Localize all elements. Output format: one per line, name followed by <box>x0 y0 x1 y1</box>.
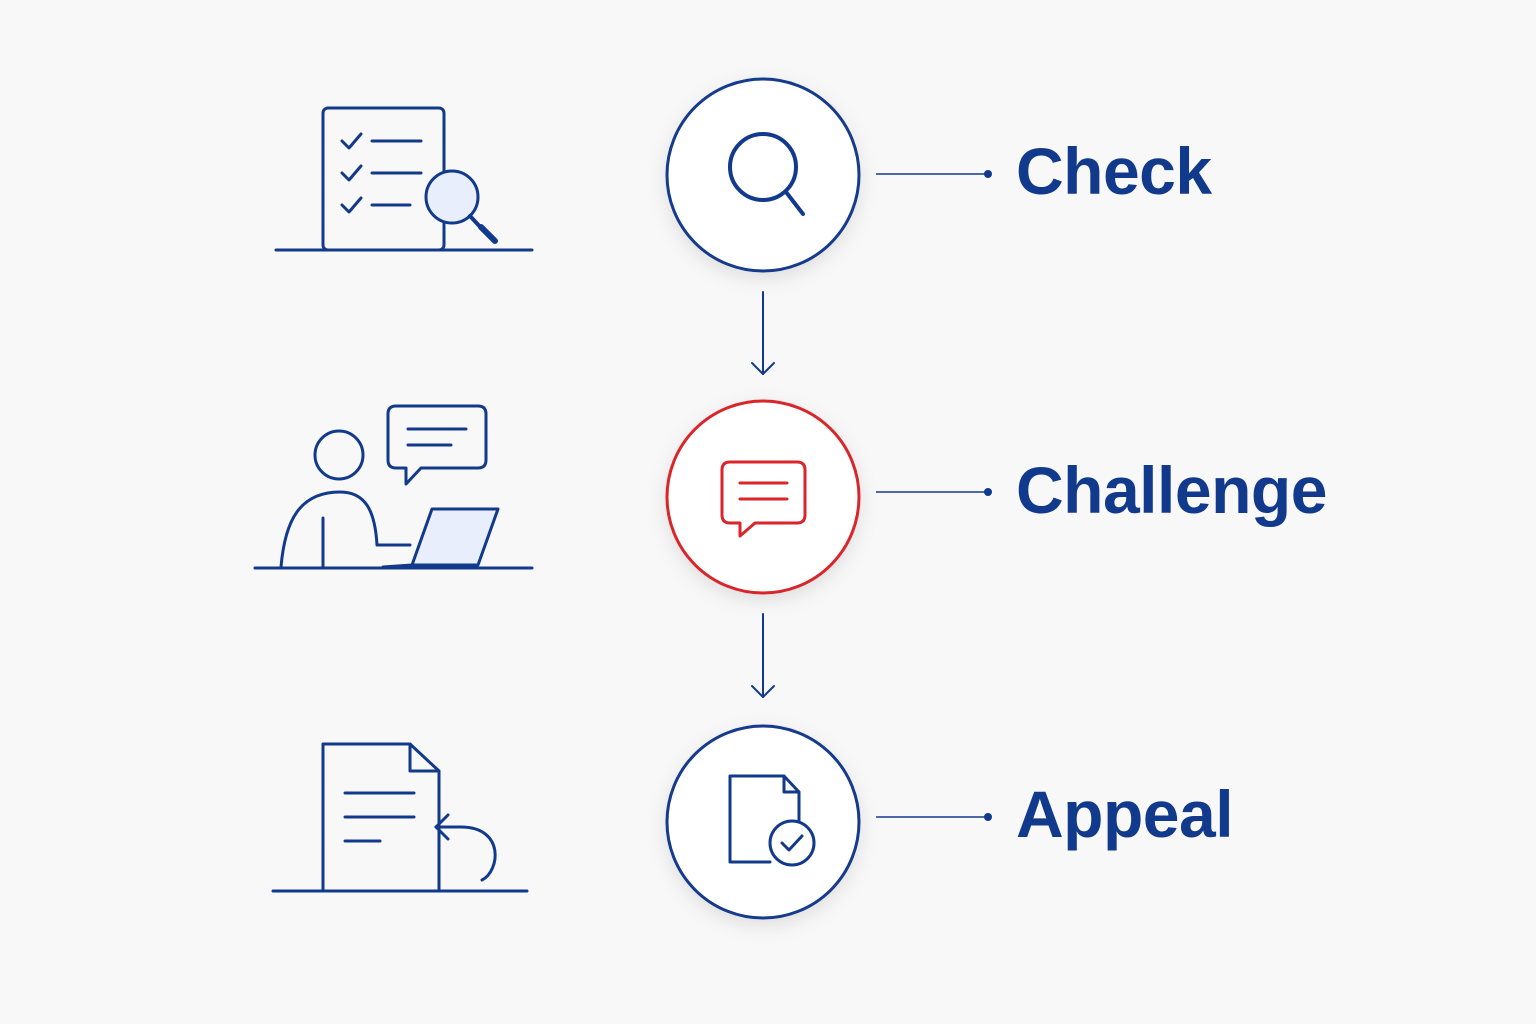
step-circle-appeal <box>665 724 861 920</box>
document-check-icon <box>728 774 816 867</box>
step-circle-check <box>665 77 861 273</box>
label-connector <box>876 488 992 496</box>
flow-arrow-down-icon <box>751 613 775 698</box>
step-check: Check <box>274 77 1213 273</box>
person-at-laptop-with-speech-bubble-icon <box>253 404 534 570</box>
label-connector <box>876 813 992 821</box>
step-circle-challenge <box>665 399 861 595</box>
checklist-document-with-magnifier-icon <box>274 106 534 252</box>
flow-arrow-down-icon <box>751 291 775 375</box>
step-challenge: Challenge <box>253 399 1327 595</box>
step-label-challenge: Challenge <box>1016 453 1327 527</box>
chat-bubble-icon <box>720 460 807 538</box>
step-label-appeal: Appeal <box>1016 777 1233 851</box>
step-label-check: Check <box>1016 134 1212 208</box>
label-connector <box>876 170 992 178</box>
document-with-return-arrow-icon <box>271 742 529 893</box>
search-icon <box>728 132 805 216</box>
step-appeal: Appeal <box>271 724 1234 920</box>
